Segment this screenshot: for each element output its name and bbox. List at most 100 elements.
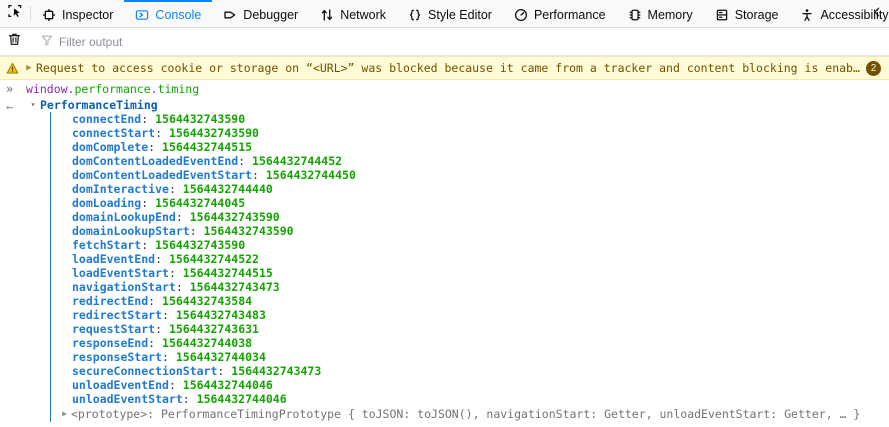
prototype-expand-twisty[interactable]: ▶ bbox=[62, 409, 67, 418]
property-separator: : bbox=[168, 378, 183, 392]
property-separator: : bbox=[252, 168, 266, 182]
object-collapse-twisty[interactable]: ▾ bbox=[30, 100, 36, 109]
property-separator: : bbox=[148, 336, 163, 350]
tab-debugger[interactable]: Debugger bbox=[212, 0, 309, 27]
tab-style-editor-label: Style Editor bbox=[428, 7, 492, 22]
object-inspector: ▾ PerformanceTiming connectEnd: 15644327… bbox=[26, 98, 889, 422]
property-key: domLoading bbox=[72, 196, 142, 210]
property-row[interactable]: fetchStart: 1564432743590 bbox=[51, 238, 889, 252]
tab-accessibility[interactable]: Accessibility bbox=[789, 0, 889, 27]
property-separator: : bbox=[162, 350, 176, 364]
object-tree-header[interactable]: ▾ PerformanceTiming bbox=[26, 98, 889, 112]
property-separator: : bbox=[148, 294, 163, 308]
devtools-toolbar: Inspector Console Debugger bbox=[0, 0, 889, 28]
property-row[interactable]: connectEnd: 1564432743590 bbox=[51, 112, 889, 126]
property-value: 1564432743590 bbox=[155, 112, 246, 126]
tab-console-label: Console bbox=[155, 7, 202, 22]
console-prompt-icon bbox=[135, 8, 149, 22]
filter-output-input[interactable] bbox=[59, 34, 359, 49]
property-row[interactable]: responseEnd: 1564432744038 bbox=[51, 336, 889, 350]
property-row[interactable]: domContentLoadedEventStart: 156443274445… bbox=[51, 168, 889, 182]
filter-output-box[interactable] bbox=[33, 33, 359, 51]
warning-triangle-icon bbox=[6, 62, 22, 75]
console-output: ▶ Request to access cookie or storage on… bbox=[0, 56, 889, 422]
property-row[interactable]: redirectStart: 1564432743483 bbox=[51, 308, 889, 322]
property-row[interactable]: redirectEnd: 1564432743584 bbox=[51, 294, 889, 308]
property-value: 1564432744045 bbox=[155, 196, 246, 210]
property-key: redirectEnd bbox=[72, 294, 149, 308]
element-picker-button[interactable] bbox=[0, 0, 30, 27]
property-key: requestStart bbox=[72, 322, 156, 336]
property-separator: : bbox=[168, 182, 183, 196]
property-key: responseEnd bbox=[72, 336, 149, 350]
object-properties-list: connectEnd: 1564432743590 connectStart: … bbox=[50, 112, 889, 422]
property-separator: : bbox=[175, 280, 190, 294]
console-input-echo[interactable]: » window.performance.timing bbox=[0, 80, 889, 98]
toolbar-overflow-button[interactable] bbox=[865, 0, 889, 27]
console-filter-toolbar bbox=[0, 28, 889, 56]
property-value: 1564432744452 bbox=[252, 154, 343, 168]
property-row[interactable]: domLoading: 1564432744045 bbox=[51, 196, 889, 210]
property-value: 1564432743590 bbox=[189, 210, 280, 224]
inspector-icon bbox=[42, 8, 56, 22]
tab-inspector[interactable]: Inspector bbox=[31, 0, 124, 27]
property-row[interactable]: unloadEventEnd: 1564432744046 bbox=[51, 378, 889, 392]
tab-debugger-label: Debugger bbox=[243, 7, 299, 22]
tab-network-label: Network bbox=[340, 7, 387, 22]
property-value: 1564432743584 bbox=[162, 294, 253, 308]
property-key: loadEventEnd bbox=[72, 252, 156, 266]
element-picker-icon bbox=[7, 3, 23, 24]
property-row[interactable]: domComplete: 1564432744515 bbox=[51, 140, 889, 154]
tab-network[interactable]: Network bbox=[309, 0, 397, 27]
tab-storage[interactable]: Storage bbox=[704, 0, 790, 27]
property-row[interactable]: domContentLoadedEventEnd: 1564432744452 bbox=[51, 154, 889, 168]
tab-memory-label: Memory bbox=[647, 7, 693, 22]
property-value: 1564432744034 bbox=[175, 350, 266, 364]
property-row[interactable]: domInteractive: 1564432744440 bbox=[51, 182, 889, 196]
property-separator: : bbox=[155, 252, 169, 266]
tab-memory[interactable]: Memory bbox=[617, 0, 704, 27]
property-row[interactable]: responseStart: 1564432744034 bbox=[51, 350, 889, 364]
input-prompt-icon: » bbox=[6, 82, 14, 96]
property-separator: : bbox=[148, 140, 163, 154]
warning-expand-twisty[interactable]: ▶ bbox=[26, 63, 32, 73]
property-row[interactable]: unloadEventStart: 1564432744046 bbox=[51, 392, 889, 406]
console-message-warning[interactable]: ▶ Request to access cookie or storage on… bbox=[0, 56, 889, 80]
property-row[interactable]: secureConnectionStart: 1564432743473 bbox=[51, 364, 889, 378]
property-separator: : bbox=[155, 322, 169, 336]
property-value: 1564432744450 bbox=[265, 168, 356, 182]
console-input-expression: window.performance.timing bbox=[26, 82, 199, 96]
property-key: unloadEventStart bbox=[72, 392, 183, 406]
funnel-icon bbox=[41, 33, 53, 51]
property-separator: : bbox=[162, 308, 176, 322]
property-separator: : bbox=[189, 224, 204, 238]
property-key: domComplete bbox=[72, 140, 149, 154]
result-return-icon: ← bbox=[6, 100, 14, 114]
tab-performance[interactable]: Performance bbox=[503, 0, 617, 27]
style-editor-braces-icon bbox=[408, 8, 422, 22]
tab-style-editor[interactable]: Style Editor bbox=[397, 0, 503, 27]
property-row[interactable]: loadEventStart: 1564432744515 bbox=[51, 266, 889, 280]
property-row[interactable]: loadEventEnd: 1564432744522 bbox=[51, 252, 889, 266]
property-value: 1564432743473 bbox=[231, 364, 322, 378]
property-row[interactable]: requestStart: 1564432743631 bbox=[51, 322, 889, 336]
warning-count-badge: 2 bbox=[866, 60, 881, 76]
tab-console[interactable]: Console bbox=[124, 0, 213, 27]
performance-gauge-icon bbox=[514, 8, 528, 22]
property-row[interactable]: domainLookupStart: 1564432743590 bbox=[51, 224, 889, 238]
property-key: connectEnd bbox=[72, 112, 142, 126]
property-row[interactable]: connectStart: 1564432743590 bbox=[51, 126, 889, 140]
clear-console-button[interactable] bbox=[0, 32, 28, 52]
property-row[interactable]: domainLookupEnd: 1564432743590 bbox=[51, 210, 889, 224]
property-separator: : bbox=[141, 112, 156, 126]
property-separator: : bbox=[168, 266, 183, 280]
property-row[interactable]: navigationStart: 1564432743473 bbox=[51, 280, 889, 294]
object-class-name: PerformanceTiming bbox=[40, 98, 158, 112]
property-separator: : bbox=[182, 392, 197, 406]
property-separator: : bbox=[175, 210, 190, 224]
toolbar-divider bbox=[30, 6, 31, 21]
property-key: loadEventStart bbox=[72, 266, 169, 280]
prototype-row[interactable]: ▶ <prototype>: PerformanceTimingPrototyp… bbox=[51, 406, 889, 422]
property-value: 1564432744522 bbox=[168, 252, 259, 266]
property-value: 1564432744038 bbox=[162, 336, 253, 350]
